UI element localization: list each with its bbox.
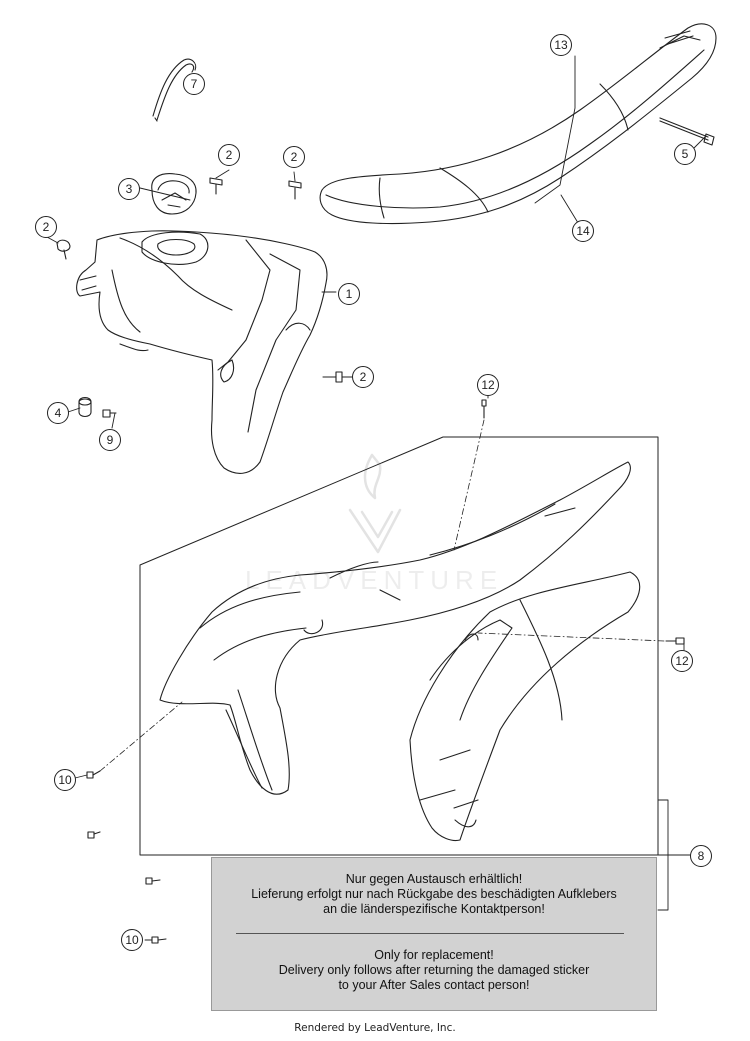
note-en-line3: to your After Sales contact person!: [338, 978, 530, 992]
callout-screw-mid: 10: [54, 769, 76, 791]
callout-fuel-tank: 1: [338, 283, 360, 305]
seat-bolt: [659, 117, 715, 146]
fuel-tank: [76, 230, 328, 474]
watermark-text: LEADVENTURE: [245, 565, 504, 595]
screw-extra-2: [145, 877, 161, 885]
note-en-line2: Delivery only follows after returning th…: [278, 963, 590, 977]
leader-lines: [46, 55, 707, 941]
bushing: [78, 396, 92, 418]
callout-bolt-left: 2: [35, 216, 57, 238]
note-en-line1: Only for replacement!: [374, 948, 494, 962]
callout-seat: 13: [550, 34, 572, 56]
callout-vent-hose: 7: [183, 73, 205, 95]
replacement-note: Nur gegen Austausch erhältlich! Lieferun…: [211, 857, 657, 1011]
note-de-line1: Nur gegen Austausch erhältlich!: [345, 872, 523, 886]
callout-filler-cap: 3: [118, 178, 140, 200]
callout-bolt-top-left: 2: [218, 144, 240, 166]
callout-bolt-tank-side: 2: [352, 366, 374, 388]
bolt-top-left: [209, 177, 223, 195]
decal-kit-frame: [139, 436, 659, 856]
callout-seat-bolt: 5: [674, 143, 696, 165]
screw-right: [477, 632, 685, 645]
vent-hose: [152, 58, 197, 122]
note-de-line3: an die länderspezifische Kontaktperson!: [323, 902, 545, 916]
bolt-tank-side: [322, 371, 343, 383]
callout-screw-small: 9: [99, 429, 121, 451]
callout-decal-kit: 8: [690, 845, 712, 867]
right-shroud-decal: [409, 571, 641, 842]
left-shroud-decal: [159, 461, 631, 795]
callout-bolt-top-right: 2: [283, 146, 305, 168]
note-de-line2: Lieferung erfolgt nur nach Rückgabe des …: [251, 887, 617, 901]
callout-screw-right: 12: [671, 650, 693, 672]
bolt-top-right: [288, 180, 302, 200]
screw-low: [151, 936, 167, 944]
note-english: Only for replacement! Delivery only foll…: [212, 948, 656, 993]
note-divider: [236, 933, 624, 934]
callout-screw-top: 12: [477, 374, 499, 396]
callout-bushing: 4: [47, 402, 69, 424]
filler-cap: [151, 173, 197, 215]
bolt-left: [56, 239, 71, 260]
screw-mid: [86, 701, 183, 779]
watermark-logo: [348, 453, 402, 554]
callout-screw-low: 10: [121, 929, 143, 951]
callout-seat-cover: 14: [572, 220, 594, 242]
note-german: Nur gegen Austausch erhältlich! Lieferun…: [212, 872, 656, 917]
screw-top: [453, 399, 487, 551]
footer-credit: Rendered by LeadVenture, Inc.: [294, 1022, 456, 1034]
seat: [319, 23, 717, 225]
screw-extra-1: [87, 831, 101, 839]
